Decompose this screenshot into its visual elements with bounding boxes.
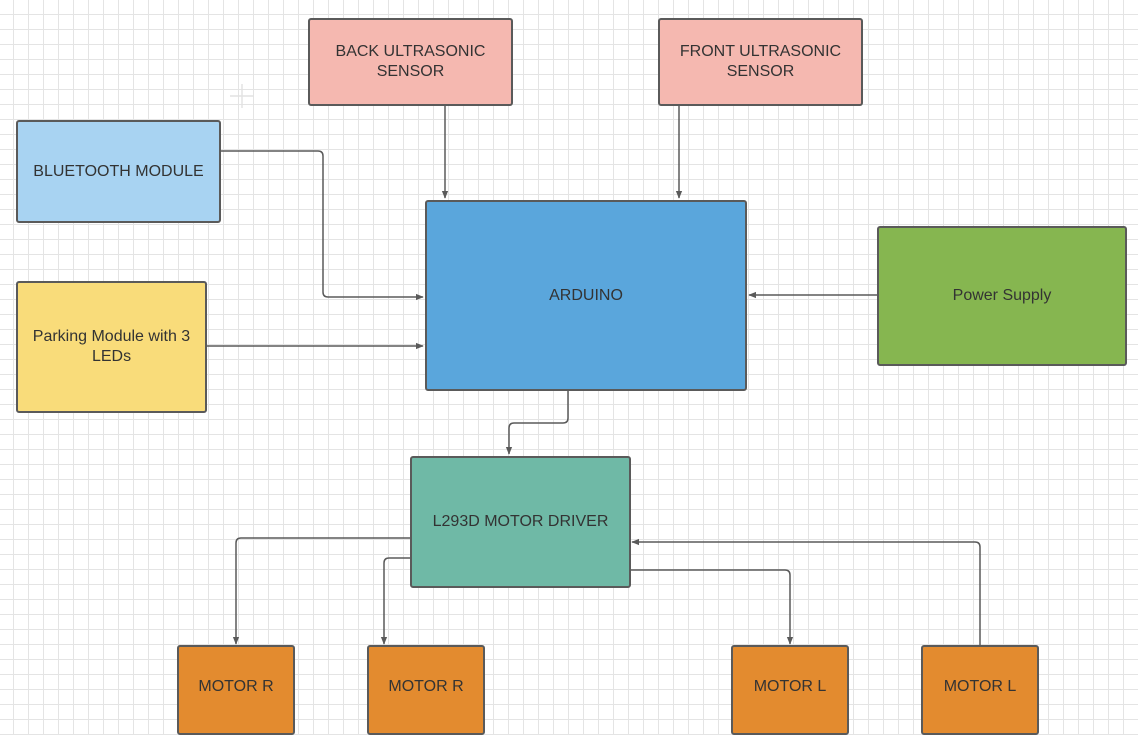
driver-to-motor-r-outer-connector — [232, 537, 411, 645]
back-ultrasonic-sensor-block[interactable]: BACK ULTRASONIC SENSOR — [308, 18, 513, 106]
arduino-label: ARDUINO — [549, 286, 623, 304]
parking-module-block[interactable]: Parking Module with 3 LEDs — [16, 281, 207, 413]
motor-r-outer-block[interactable]: MOTOR R — [177, 645, 295, 735]
bluetooth-module-label: BLUETOOTH MODULE — [33, 162, 204, 180]
l293d-motor-driver-block[interactable]: L293D MOTOR DRIVER — [410, 456, 631, 588]
motor-l-outer-to-driver-connector — [631, 538, 981, 646]
driver-to-motor-l-inner-connector — [630, 569, 794, 645]
motor-r-inner-block[interactable]: MOTOR R — [367, 645, 485, 735]
motor-l-outer-label: MOTOR L — [943, 678, 1017, 695]
parking-module-label: Parking Module with 3 LEDs — [32, 328, 191, 365]
motor-r-outer-label: MOTOR R — [198, 678, 274, 695]
driver-to-motor-r-inner-connector — [380, 557, 411, 645]
motor-l-inner-block[interactable]: MOTOR L — [731, 645, 849, 735]
crosshair-cursor-icon — [230, 84, 254, 108]
front-ultrasonic-sensor-block[interactable]: FRONT ULTRASONIC SENSOR — [658, 18, 863, 106]
l293d-motor-driver-label: L293D MOTOR DRIVER — [432, 513, 609, 530]
motor-l-inner-label: MOTOR L — [753, 678, 827, 695]
motor-r-inner-label: MOTOR R — [388, 678, 464, 695]
power-supply-label: Power Supply — [952, 287, 1052, 304]
front-ultrasonic-sensor-label: FRONT ULTRASONIC SENSOR — [679, 43, 842, 80]
back-ultrasonic-sensor-label: BACK ULTRASONIC SENSOR — [335, 43, 486, 80]
bluetooth-to-arduino-connector — [221, 150, 424, 301]
bluetooth-module-block[interactable]: BLUETOOTH MODULE — [16, 120, 221, 223]
arduino-block[interactable]: ARDUINO — [425, 200, 747, 391]
motor-l-outer-block[interactable]: MOTOR L — [921, 645, 1039, 735]
power-supply-block[interactable]: Power Supply — [877, 226, 1127, 366]
arduino-to-driver-connector — [505, 390, 569, 455]
